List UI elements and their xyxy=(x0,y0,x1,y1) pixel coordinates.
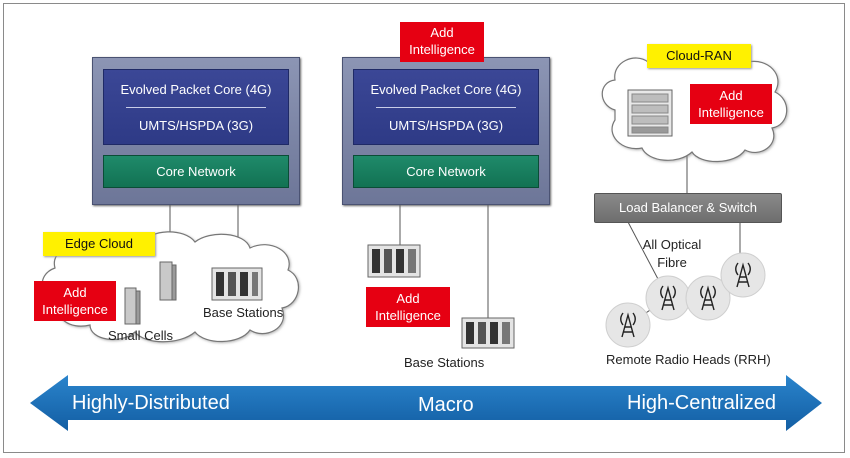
spectrum-right-label: High-Centralized xyxy=(627,392,776,414)
small-cell-icon xyxy=(124,287,141,325)
umts-label: UMTS/HSPDA (3G) xyxy=(138,118,254,133)
base-station-icons xyxy=(211,244,515,349)
core-network-box: Core Network xyxy=(103,155,289,188)
radio-tower-icon xyxy=(620,312,636,338)
small-cell-icons xyxy=(124,261,177,325)
umts-label: UMTS/HSPDA (3G) xyxy=(388,118,504,133)
radio-tower-icon xyxy=(660,285,676,311)
cloud-ran-tag: Cloud-RAN xyxy=(647,44,751,68)
optical-fibre-label: All Optical Fibre xyxy=(642,237,702,270)
base-stations-label-distributed: Base Stations xyxy=(203,305,284,320)
core-layer-group: Evolved Packet Core (4G) UMTS/HSPDA (3G) xyxy=(103,69,289,145)
rrh-coverage-4 xyxy=(720,252,766,298)
core-layer-group: Evolved Packet Core (4G) UMTS/HSPDA (3G) xyxy=(353,69,539,145)
core-stack-macro: Evolved Packet Core (4G) UMTS/HSPDA (3G)… xyxy=(342,57,550,205)
radio-tower-icon xyxy=(700,285,716,311)
core-stack-distributed: Evolved Packet Core (4G) UMTS/HSPDA (3G)… xyxy=(92,57,300,205)
rrh-coverage-1 xyxy=(605,302,651,348)
radio-tower-icon xyxy=(735,262,751,288)
small-cell-icon xyxy=(159,261,177,301)
add-intelligence-distributed: Add Intelligence xyxy=(34,281,116,321)
add-intelligence-macro-top: Add Intelligence xyxy=(400,22,484,62)
add-intelligence-centralized: Add Intelligence xyxy=(690,84,772,124)
core-divider xyxy=(376,107,516,108)
base-station-rack-icon xyxy=(461,317,515,349)
base-station-rack-icon xyxy=(211,267,263,301)
radio-tower-icons xyxy=(620,262,751,338)
edge-cloud-tag: Edge Cloud xyxy=(43,232,155,256)
add-intelligence-text: Add Intelligence xyxy=(42,285,108,317)
server-rack-icon xyxy=(627,89,673,137)
spectrum-arrow xyxy=(30,375,822,431)
load-balancer-switch-box: Load Balancer & Switch xyxy=(594,193,782,223)
add-intelligence-text: Add Intelligence xyxy=(698,88,764,120)
core-divider xyxy=(126,107,266,108)
add-intelligence-text: Add Intelligence xyxy=(409,25,475,57)
add-intelligence-macro-mid: Add Intelligence xyxy=(366,287,450,327)
spectrum-center-label: Macro xyxy=(418,394,474,416)
rrh-coverage-3 xyxy=(685,275,731,321)
small-cells-label: Small Cells xyxy=(108,328,174,343)
epc-label: Evolved Packet Core (4G) xyxy=(120,82,272,97)
epc-label: Evolved Packet Core (4G) xyxy=(370,82,522,97)
core-network-box: Core Network xyxy=(353,155,539,188)
spectrum-left-label: Highly-Distributed xyxy=(72,392,230,414)
add-intelligence-text: Add Intelligence xyxy=(375,291,441,323)
diagram-frame xyxy=(3,3,845,453)
rrh-coverage xyxy=(605,252,766,348)
base-stations-label-macro: Base Stations xyxy=(404,355,485,370)
rrh-label: Remote Radio Heads (RRH) xyxy=(606,352,771,367)
base-station-rack-icon xyxy=(367,244,421,278)
rrh-coverage-2 xyxy=(645,275,691,321)
